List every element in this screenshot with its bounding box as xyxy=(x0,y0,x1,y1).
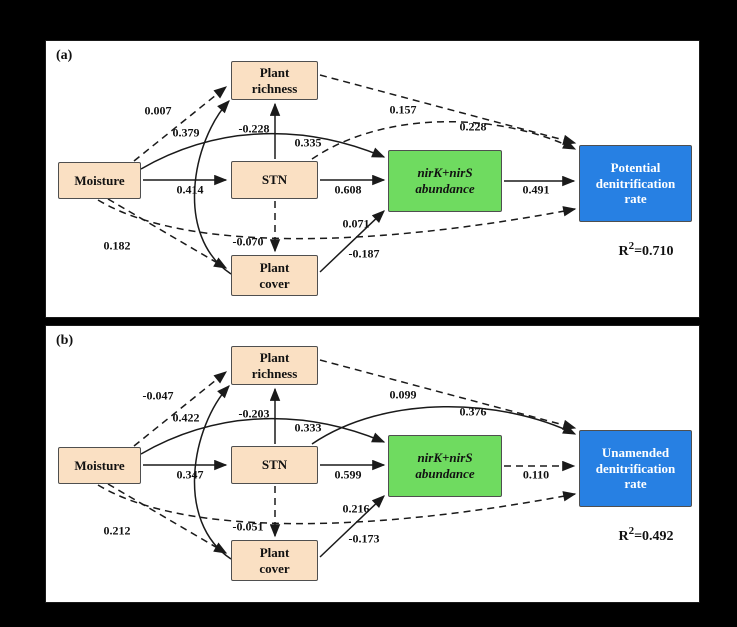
node-plant-richness: Plant richness xyxy=(231,61,318,100)
arrow-stn-rate xyxy=(311,405,577,445)
node-moisture: Moisture xyxy=(58,162,141,199)
arrow-moisture-richness xyxy=(133,86,228,162)
coef-stn-richness: -0.203 xyxy=(238,406,270,421)
arrow-moisture-cover xyxy=(107,483,228,554)
arrow-cover-richness xyxy=(193,100,232,275)
arrow-moisture-abundance xyxy=(140,417,386,455)
arrow-cover-richness xyxy=(193,385,232,560)
coef-moisture-cover: 0.182 xyxy=(103,238,131,253)
arrow-moisture-cover xyxy=(107,198,228,269)
coef-moisture-rate: 0.216 xyxy=(342,501,370,516)
coef-moisture-cover: 0.212 xyxy=(103,523,131,538)
coef-stn-cover: -0.070 xyxy=(232,234,264,249)
node-stn: STN xyxy=(231,161,318,199)
coef-moisture-rate: 0.071 xyxy=(342,216,370,231)
r-squared-value: R2=0.710 xyxy=(618,240,674,259)
coef-richness-rate: 0.157 xyxy=(389,102,417,117)
arrow-cover-abundance xyxy=(319,495,385,558)
coef-moisture-richness: 0.007 xyxy=(144,103,172,118)
node-nirk-nirs-abundance: nirK+nirS abundance xyxy=(388,435,502,497)
path-diagram-a xyxy=(97,74,577,275)
panel-b-label: (b) xyxy=(56,333,74,348)
panel-a-label: (a) xyxy=(56,48,73,63)
coef-stn-cover: -0.051 xyxy=(232,519,264,534)
arrow-cover-abundance xyxy=(319,210,385,273)
coef-stn-rate: 0.228 xyxy=(459,119,487,134)
panel-a: (a) Moisture Plant richness STN Plant co… xyxy=(45,40,700,318)
node-plant-cover: Plant cover xyxy=(231,255,318,296)
arrow-richness-rate xyxy=(319,74,577,146)
arrow-moisture-abundance xyxy=(140,132,386,170)
path-diagram-b xyxy=(97,359,577,560)
node-denitrification-rate: Potential denitrification rate xyxy=(579,145,692,222)
coef-stn-rate: 0.376 xyxy=(459,404,487,419)
panel-b: (b) Moisture Plant richness STN Plant co… xyxy=(45,325,700,603)
node-plant-richness: Plant richness xyxy=(231,346,318,385)
node-plant-cover: Plant cover xyxy=(231,540,318,581)
arrow-moisture-rate xyxy=(97,484,577,525)
coef-cover-richness: 0.422 xyxy=(172,410,200,425)
coef-richness-rate: 0.099 xyxy=(389,387,417,402)
r-squared-value: R2=0.492 xyxy=(618,525,674,544)
coef-moisture-stn: 0.347 xyxy=(176,467,204,482)
node-denitrification-rate: Unamended denitrification rate xyxy=(579,430,692,507)
node-stn: STN xyxy=(231,446,318,484)
coef-cover-abundance: -0.187 xyxy=(348,246,380,261)
node-nirk-nirs-abundance: nirK+nirS abundance xyxy=(388,150,502,212)
arrow-stn-rate xyxy=(311,120,577,160)
arrow-moisture-richness xyxy=(133,371,228,447)
arrow-richness-rate xyxy=(319,359,577,431)
coef-stn-abundance: 0.599 xyxy=(334,467,362,482)
coef-moisture-abundance: 0.333 xyxy=(294,420,322,435)
arrow-moisture-rate xyxy=(97,199,577,240)
coef-moisture-stn: 0.414 xyxy=(176,182,204,197)
node-moisture: Moisture xyxy=(58,447,141,484)
coef-stn-richness: -0.228 xyxy=(238,121,270,136)
coef-abundance-rate: 0.110 xyxy=(522,467,550,482)
coef-cover-richness: 0.379 xyxy=(172,125,200,140)
coef-moisture-richness: -0.047 xyxy=(142,388,174,403)
coef-moisture-abundance: 0.335 xyxy=(294,135,322,150)
coef-stn-abundance: 0.608 xyxy=(334,182,362,197)
coef-cover-abundance: -0.173 xyxy=(348,531,380,546)
coef-abundance-rate: 0.491 xyxy=(522,182,550,197)
